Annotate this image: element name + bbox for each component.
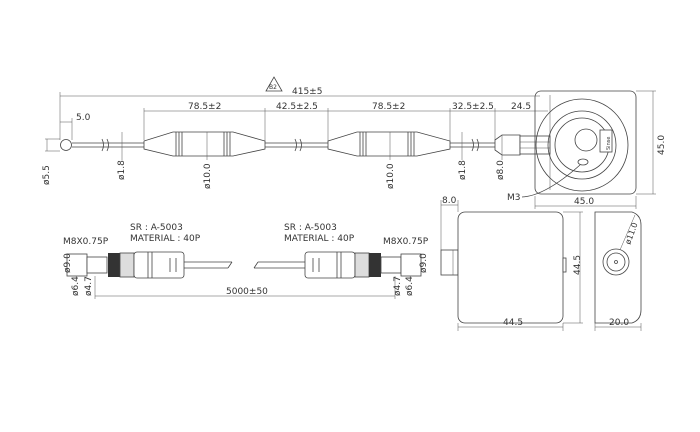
right-spec-label: SR : A-5003 [284,223,337,233]
connector-diameter-label: ø8.0 [496,160,506,180]
sleeve2-diameter-label: ø10.0 [386,163,396,189]
left-d3-label: ø4.7 [84,276,94,296]
tip-diameter-label: ø5.5 [42,165,52,185]
right-d2-label: ø6.4 [405,276,415,296]
sleeve1-length-label: 78.5±2 [188,102,221,112]
top-dimensions: 415±5 78.5±2 42.5±2.5 78.5±2 32.5±2.5 24… [59,87,548,142]
left-spec-label: SR : A-5003 [130,223,183,233]
gap-length-label: 42.5±2.5 [276,102,318,112]
sensor-box-top: Sinse M3 45.0 45.0 [507,90,667,209]
right-d3-label: ø4.7 [393,276,403,296]
tip-length-label: 5.0 [76,113,91,123]
sensor-box-side: 8.0 44.5 44.5 [440,196,583,331]
right-material-label: MATERIAL : 40P [284,234,355,244]
left-thread-label: M8X0.75P [63,237,109,247]
box-width-label: 45.0 [574,197,594,207]
cable-diameter-label: ø1.8 [117,160,127,180]
sensor-box-end: ø11.0 20.0 [594,211,642,331]
left-d2-label: ø6.4 [71,276,81,296]
sleeve2-length-label: 78.5±2 [372,102,405,112]
right-thread-label: M8X0.75P [383,237,429,247]
right-d1-label: ø9.0 [419,253,429,273]
probe-assembly [45,131,551,160]
end-depth-label: 20.0 [609,318,629,328]
overall-length-label: 415±5 [292,87,322,97]
sense-label: Sinse [606,137,612,150]
box-height-label: 45.0 [657,135,667,155]
cable-view: SR : A-5003 MATERIAL : 40P SR : A-5003 M… [63,223,429,299]
stub-width-label: 8.0 [442,196,457,206]
revision-mark: B2 [269,84,277,91]
gap2-length-label: 32.5±2.5 [452,102,494,112]
side-height-label: 44.5 [573,255,583,275]
cable-length-label: 5000±50 [226,287,268,297]
connector-length-label: 24.5 [511,102,531,112]
screw-label: M3 [507,193,521,203]
sleeve1-diameter-label: ø10.0 [203,163,213,189]
left-d1-label: ø9.0 [63,253,73,273]
left-material-label: MATERIAL : 40P [130,234,201,244]
revision-triangle: B2 [265,76,283,92]
cable2-diameter-label: ø1.8 [458,160,468,180]
side-width-label: 44.5 [503,318,523,328]
